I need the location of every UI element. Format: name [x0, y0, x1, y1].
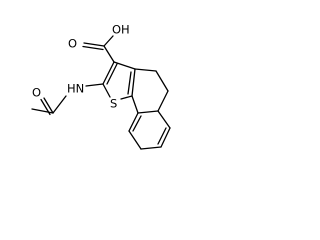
bond-c-methyl [31, 108, 54, 114]
atom-label-sulfur: S [110, 97, 117, 111]
bond-n-c [52, 95, 67, 114]
bond-c-o-amide-a [43, 97, 54, 114]
bond-c9a-c9b [131, 95, 139, 114]
bonds [31, 35, 171, 150]
bond-c-o-double-a [83, 42, 105, 47]
bond-c5a-c9a [137, 110, 159, 114]
bond-c5-c5a [157, 90, 169, 112]
bond-c7-c8 [140, 146, 162, 150]
bond-c2-n [85, 83, 104, 87]
bond-c3-cooh [103, 45, 115, 63]
bond-c-o-amide-b [40, 98, 51, 116]
bond-c-o-double-b [82, 45, 104, 51]
atom-label-carboxyl-hydroxyl: OH [112, 23, 130, 37]
bond-c2-c3-b [106, 63, 118, 85]
bond-c6-c7-b [157, 127, 167, 145]
atom-label-amide-nitrogen: HN [67, 82, 84, 96]
atom-labels: O OH HN O S [32, 23, 130, 111]
bond-c5a-c6 [157, 110, 171, 129]
bond-s-c2 [102, 83, 111, 98]
bond-c9b-s [120, 95, 133, 100]
bond-c3a-c9b-b [127, 71, 132, 95]
bond-c9-c9a-b [132, 115, 142, 132]
bond-c3-c3a [113, 61, 136, 70]
bond-c3a-c4 [134, 68, 157, 72]
bond-c4-c5 [155, 70, 169, 92]
bond-c9-c9a-a [128, 112, 139, 132]
atom-label-carboxyl-oxygen: O [68, 37, 77, 51]
bond-c3a-c9b-a [131, 68, 136, 97]
bond-c6-c7-a [160, 127, 171, 148]
atom-label-amide-oxygen: O [32, 86, 41, 100]
bond-c2-c3-a [102, 61, 115, 85]
bond-c-oh [103, 35, 114, 47]
chemical-structure-diagram: O OH HN O S [31, 23, 171, 150]
bond-c8-c9 [128, 130, 142, 150]
